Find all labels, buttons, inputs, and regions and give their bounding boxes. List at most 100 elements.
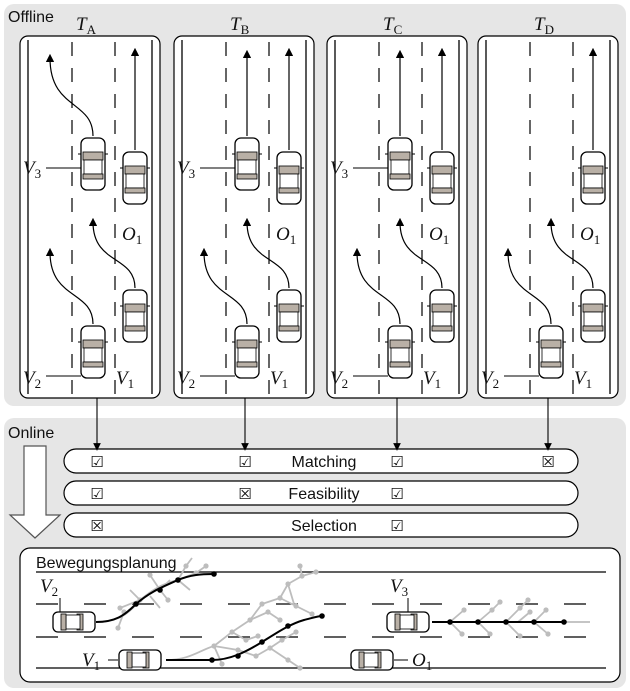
car-v3-roof xyxy=(390,159,410,175)
tree-node xyxy=(309,611,315,617)
path-node xyxy=(133,601,139,607)
label-v2-main: V xyxy=(481,368,495,389)
tree-node xyxy=(313,569,319,575)
car-v1-rear-window xyxy=(124,325,146,332)
checked-box-icon: ☑ xyxy=(90,485,103,503)
label-v3-main: V xyxy=(23,158,37,179)
path-node xyxy=(319,613,325,619)
tree-node xyxy=(247,617,253,623)
planning-car-o1 xyxy=(350,649,394,671)
tree-node xyxy=(285,581,291,587)
filter-row-matching: Matching☑☑☑☒ xyxy=(63,448,579,474)
tree-node xyxy=(297,665,303,671)
path-node xyxy=(235,653,241,659)
car-v1 xyxy=(578,289,608,343)
label-o1-main: O xyxy=(276,224,290,245)
planning-car-o1-rear-window xyxy=(358,651,365,669)
car-o1-rear-window xyxy=(431,187,453,194)
car-o1-roof xyxy=(583,173,603,189)
scenario-title: TD xyxy=(534,14,554,37)
tree-node xyxy=(517,633,523,639)
tree-branch xyxy=(213,631,233,647)
label-v3-main: V xyxy=(177,158,191,179)
car-o1-windshield xyxy=(124,165,146,175)
path-node xyxy=(503,619,509,625)
tree-branch xyxy=(249,611,269,621)
label-v3-sub: 3 xyxy=(189,166,196,181)
label-v2-main: V xyxy=(23,368,37,389)
offline-label: Offline xyxy=(8,9,54,26)
label-v2: V2 xyxy=(177,368,195,391)
car-o1-windshield xyxy=(278,165,300,175)
scenario-title: TB xyxy=(230,14,250,37)
car-v2-rear-window xyxy=(389,361,411,368)
scenario-title: TC xyxy=(383,14,402,37)
path-node xyxy=(561,619,567,625)
checked-box-icon: ☑ xyxy=(390,485,403,503)
tree-node xyxy=(277,595,283,601)
car-v2-windshield xyxy=(389,339,411,349)
label-o1-main: O xyxy=(429,224,443,245)
scenario-title-main: T xyxy=(534,14,546,35)
tree-node xyxy=(165,597,171,603)
label-v2-sub: 2 xyxy=(493,376,500,391)
tree-branch xyxy=(269,647,289,661)
car-o1 xyxy=(427,151,457,205)
scenario-title: TA xyxy=(76,14,97,37)
tree-node xyxy=(267,645,273,651)
tree-branch xyxy=(213,645,239,651)
car-v1 xyxy=(274,289,304,343)
planning-car-v1 xyxy=(118,649,162,671)
planning-label-v3-sub: 3 xyxy=(402,584,409,599)
trajectory-v2 xyxy=(199,247,248,325)
planning-label-v2-main: V xyxy=(40,576,54,597)
tree-branch xyxy=(517,611,531,623)
label-v3-sub: 3 xyxy=(35,166,42,181)
car-v2 xyxy=(232,325,262,379)
car-v3-rear-window xyxy=(389,173,411,180)
scenario-title-main: T xyxy=(230,14,242,35)
tree-node xyxy=(489,607,495,613)
label-v2-sub: 2 xyxy=(342,376,349,391)
car-v2-roof xyxy=(237,347,257,363)
car-v1-roof xyxy=(432,311,452,327)
tree-branch xyxy=(231,619,251,633)
filter-row-frame xyxy=(63,512,579,538)
tree-branch xyxy=(237,649,257,657)
planning-label-v3: V3 xyxy=(390,576,408,599)
tree-node xyxy=(487,631,493,637)
car-o1-roof xyxy=(279,173,299,189)
car-v3 xyxy=(78,137,108,191)
planning-car-v2-roof xyxy=(65,614,81,630)
car-v3-windshield xyxy=(82,151,104,161)
checked-box-icon: ☑ xyxy=(238,453,251,471)
car-v2-rear-window xyxy=(82,361,104,368)
tree-branch xyxy=(149,574,161,591)
filter-row-frame xyxy=(63,448,579,474)
tree-node xyxy=(147,572,153,578)
path-node xyxy=(475,619,481,625)
tree-node xyxy=(265,609,271,615)
tree-branch xyxy=(213,645,223,665)
label-v1: V1 xyxy=(270,368,288,391)
label-o1-sub: 1 xyxy=(443,232,450,247)
label-o1-sub: 1 xyxy=(594,232,601,247)
scenario-title-sub: C xyxy=(394,22,403,37)
planning-label-v1-main: V xyxy=(82,650,96,671)
tree-node xyxy=(497,599,503,605)
path-node xyxy=(211,571,217,577)
car-v2-windshield xyxy=(236,339,258,349)
tree-branch xyxy=(149,595,161,609)
label-v3: V3 xyxy=(330,158,348,181)
tree-node xyxy=(117,605,123,611)
label-o1-sub: 1 xyxy=(136,232,143,247)
tree-node xyxy=(293,603,299,609)
planning-car-v1-rear-window xyxy=(126,651,133,669)
tree-node xyxy=(203,563,209,569)
planning-label-o1-main: O xyxy=(412,650,426,671)
trajectory-v1 xyxy=(546,217,594,289)
trajectory-v1 xyxy=(88,217,136,289)
label-o1: O1 xyxy=(122,224,142,247)
tree-node xyxy=(293,629,299,635)
